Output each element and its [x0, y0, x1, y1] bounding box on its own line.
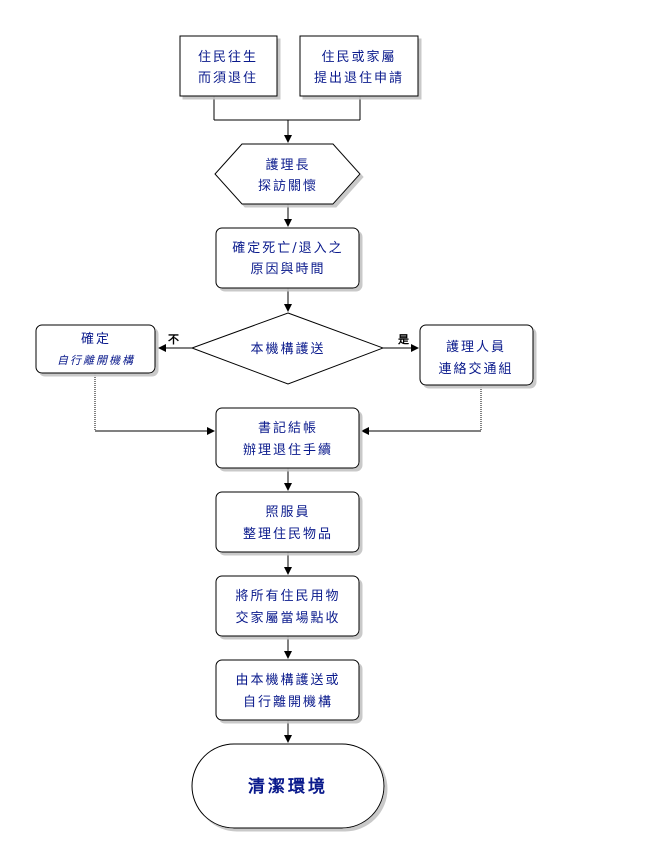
confirm-line2: 原因與時間: [250, 262, 325, 277]
visit-node: 護理長 探訪關懷: [214, 143, 361, 205]
caregiver-line1: 照服員: [265, 505, 310, 520]
branch-no-label: 不: [168, 333, 179, 346]
visit-line2: 探訪關懷: [258, 178, 318, 194]
confirm-node: 確定死亡/退入之 原因與時間: [215, 227, 360, 289]
handover-line2: 交家屬當場點收: [235, 610, 340, 626]
start-left-box: 住民往生 而須退住: [179, 35, 278, 97]
caregiver-line2: 整理住民物品: [243, 527, 333, 542]
end-label: 清潔環境: [248, 776, 328, 797]
visit-hexagon: [214, 143, 361, 205]
caregiver-rect: [215, 491, 360, 553]
self-confirm-node: 確定 自行離開機構: [35, 324, 156, 374]
decision-label: 本機構護送: [250, 341, 325, 357]
start-left-line1: 住民往生: [198, 50, 258, 65]
end-node: 清潔環境: [191, 743, 385, 829]
start-left-line2: 而須退住: [198, 71, 258, 86]
branch-yes-label: 是: [397, 333, 410, 346]
staff-rect: [419, 324, 534, 386]
end-rect: [191, 743, 385, 829]
self-confirm-line1: 確定: [81, 331, 111, 347]
billing-rect: [215, 407, 360, 469]
handover-node: 將所有住民用物 交家屬當場點收: [215, 575, 360, 637]
leave-node: 由本機構護送或 自行離開機構: [215, 659, 360, 721]
self-confirm-rect: [35, 324, 156, 374]
decision-diamond: [190, 312, 385, 385]
start-right-line2: 提出退住申請: [314, 70, 404, 86]
confirm-line1: 確定死亡/退入之: [232, 240, 343, 256]
billing-line1: 書記結帳: [258, 420, 318, 436]
self-confirm-line2: 自行離開機構: [57, 354, 135, 367]
leave-line2: 自行離開機構: [243, 695, 333, 710]
billing-line2: 辦理退住手續: [243, 443, 333, 458]
caregiver-node: 照服員 整理住民物品: [215, 491, 360, 553]
staff-line1: 護理人員: [446, 339, 506, 355]
handover-rect: [215, 575, 360, 637]
start-left-rect: [179, 35, 278, 97]
leave-line1: 由本機構護送或: [235, 672, 340, 688]
leave-rect: [215, 659, 360, 721]
confirm-rect: [215, 227, 360, 289]
decision-node: 本機構護送: [190, 312, 385, 385]
visit-line1: 護理長: [265, 157, 310, 173]
staff-line2: 連絡交通組: [438, 361, 513, 377]
handover-line1: 將所有住民用物: [235, 589, 340, 604]
billing-node: 書記結帳 辦理退住手續: [215, 407, 360, 469]
start-right-rect: [299, 35, 419, 97]
start-right-line1: 住民或家屬: [321, 49, 396, 65]
staff-node: 護理人員 連絡交通組: [419, 324, 534, 386]
start-right-box: 住民或家屬 提出退住申請: [299, 35, 419, 97]
connectors: [94, 96, 482, 743]
